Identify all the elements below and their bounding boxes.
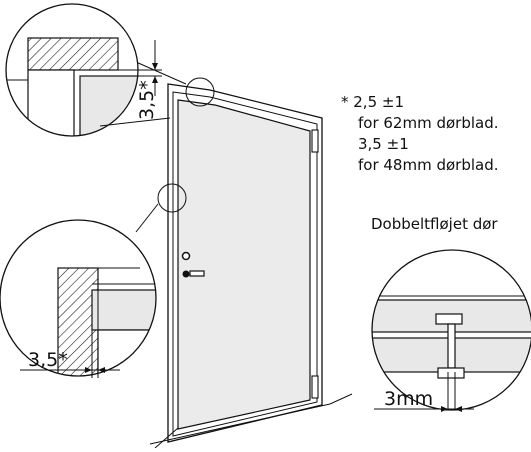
note-line-3: 3,5 ±1	[358, 135, 409, 153]
callout-markers	[135, 61, 215, 233]
side-detail: 3,5*	[0, 219, 157, 378]
double-door-detail: 3mm	[371, 249, 531, 412]
note-line-4: for 48mm dørblad.	[358, 156, 499, 174]
dimension-notes: * 2,5 ±1 for 62mm dørblad. 3,5 ±1 for 48…	[341, 93, 499, 174]
door-leaf	[149, 83, 353, 449]
note-line-1: * 2,5 ±1	[341, 93, 404, 111]
top-gap-label: 3,5*	[136, 80, 158, 120]
double-gap-label: 3mm	[384, 388, 433, 410]
note-line-2: for 62mm dørblad.	[358, 114, 499, 132]
side-gap-label: 3,5*	[28, 349, 68, 371]
double-door-title: Dobbeltfløjet dør	[371, 215, 498, 233]
top-detail: 3,5*	[5, 3, 171, 137]
